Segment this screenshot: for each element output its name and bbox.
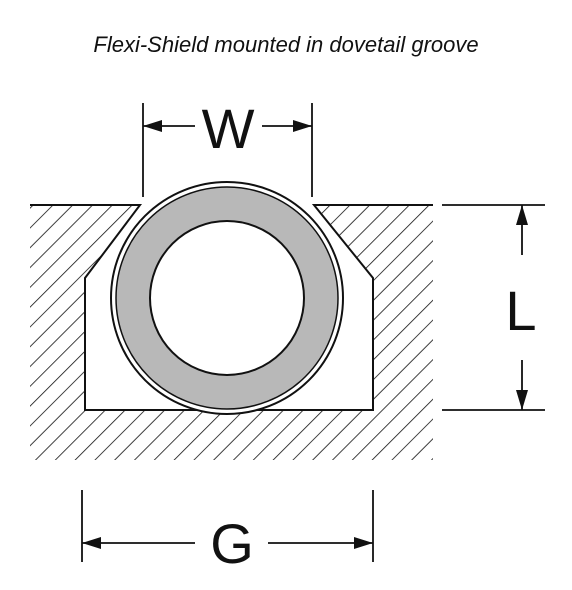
diagram-title: Flexi-Shield mounted in dovetail groove	[93, 32, 479, 57]
length-label: L	[505, 279, 536, 342]
housing-block	[30, 205, 433, 460]
width-label: W	[202, 97, 255, 160]
width-dimension: W	[142, 97, 313, 197]
seal-bore	[149, 220, 305, 376]
length-dimension: L	[442, 204, 545, 411]
groove-dimension: G	[81, 490, 374, 575]
groove-label: G	[210, 512, 254, 575]
